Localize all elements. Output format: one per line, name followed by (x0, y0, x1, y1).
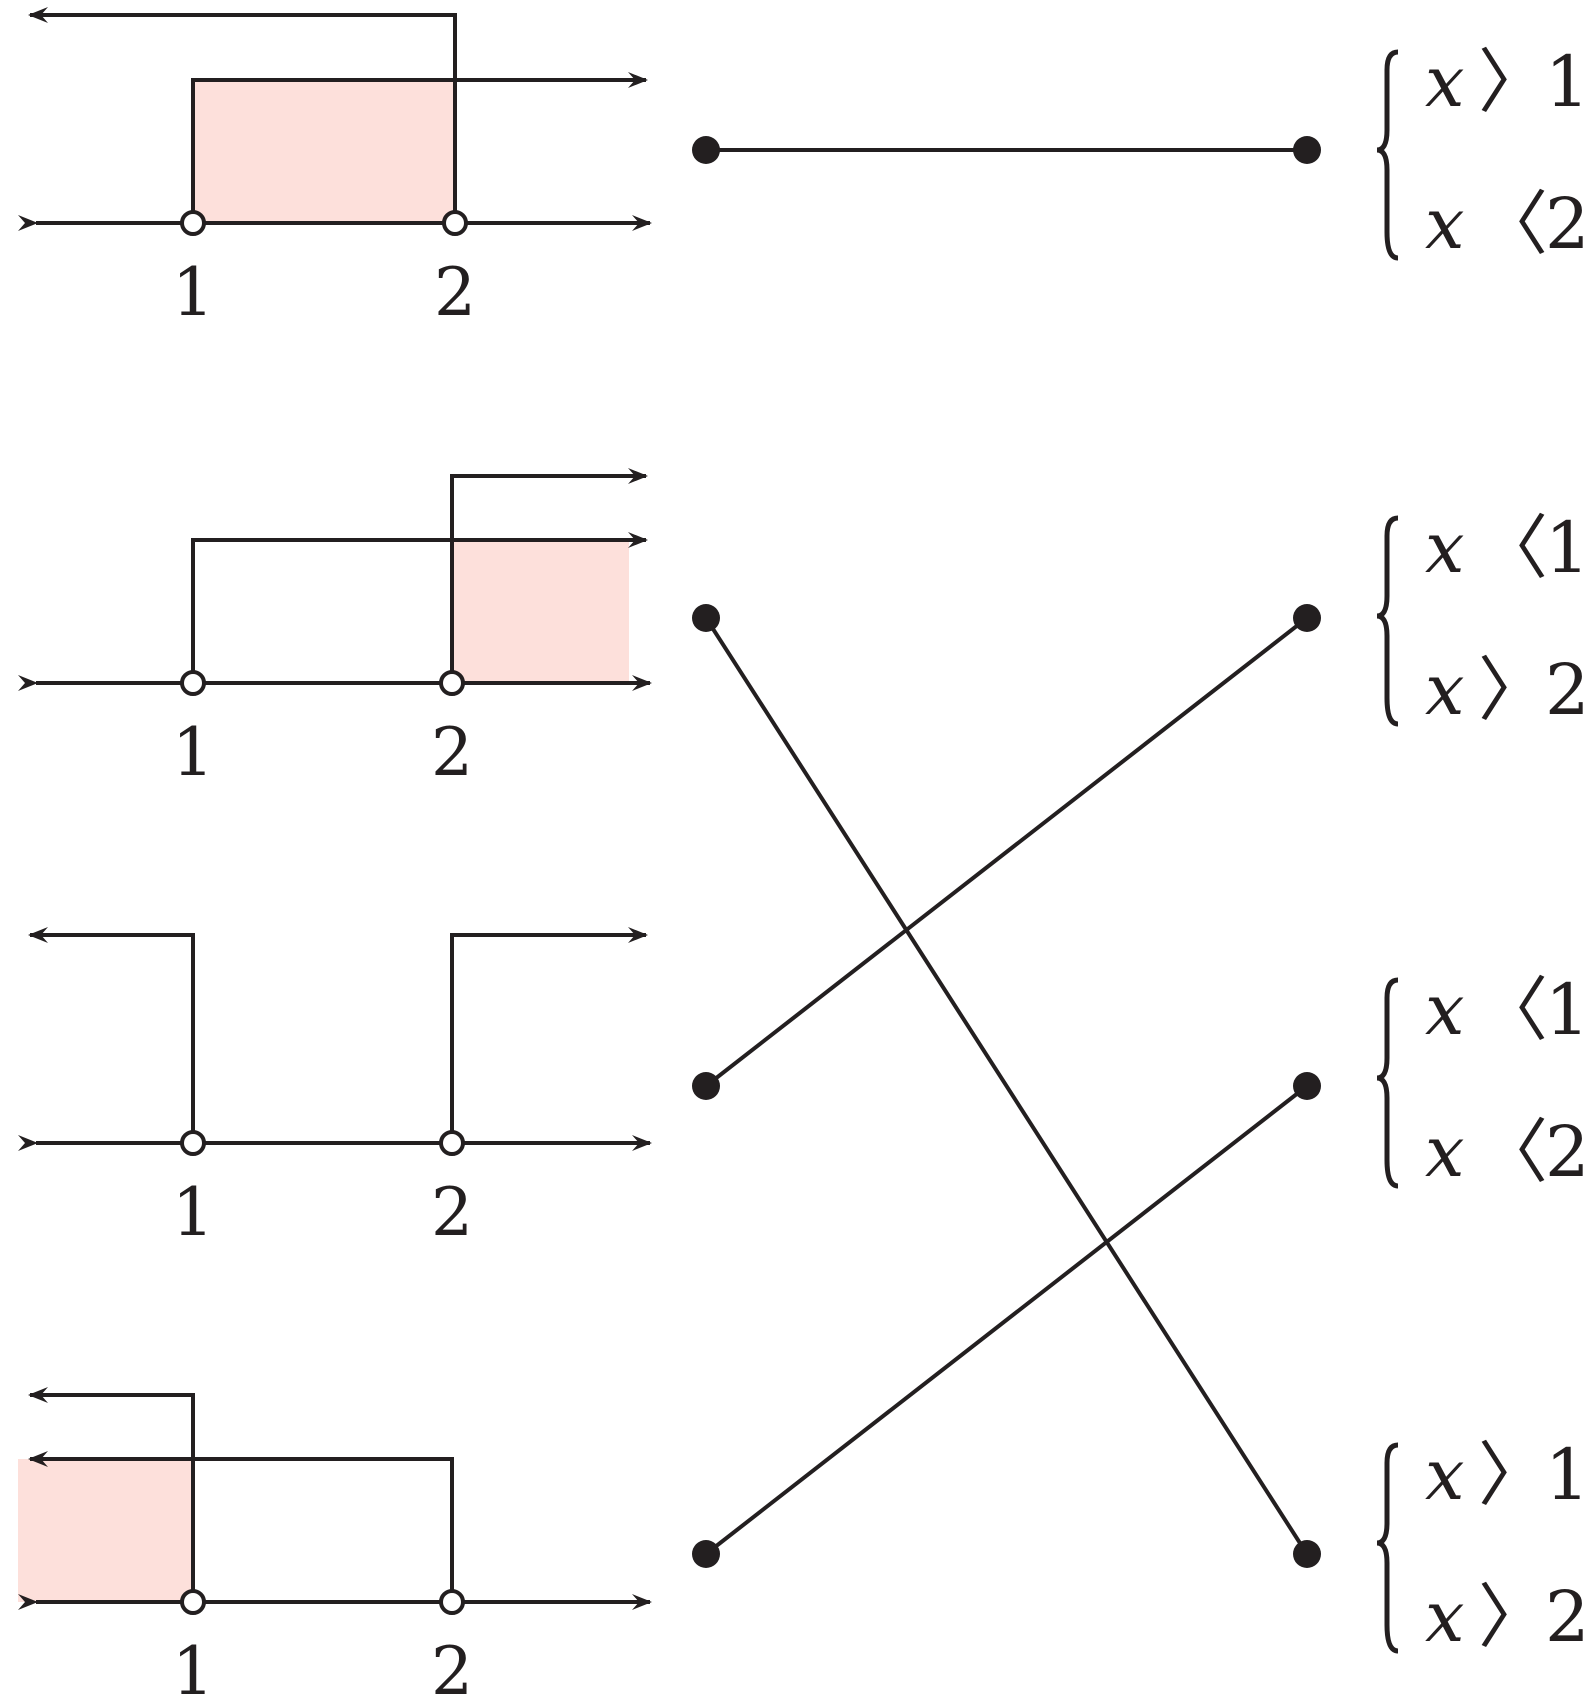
ineq-line-1: x〉1 (1425, 41, 1590, 123)
left-dots (692, 136, 720, 1568)
left-brace (1376, 1442, 1399, 1654)
open-point-1 (180, 1589, 206, 1615)
ray-right-from-2 (450, 927, 648, 1143)
open-point-1 (180, 1130, 206, 1156)
ineq-line-2: x〉2 (1425, 649, 1590, 731)
left-brace (1376, 49, 1399, 261)
number-line-1: 1 2 (18, 7, 652, 331)
tick-label-1: 1 (172, 1174, 214, 1251)
right-dots (1293, 136, 1321, 1568)
right-dot-2[interactable] (1293, 604, 1321, 632)
ray-left-from-2 (28, 1451, 454, 1602)
solution-shade (18, 1459, 193, 1602)
right-dot-3[interactable] (1293, 1072, 1321, 1100)
left-brace (1376, 977, 1399, 1189)
number-line-3: 1 2 (18, 927, 652, 1251)
ineq-line-2: x〈2 (1425, 183, 1590, 265)
open-point-2 (439, 1130, 465, 1156)
tick-label-2: 2 (431, 714, 473, 791)
system-3: x〈1 x〈2 (1376, 969, 1590, 1193)
tick-label-2: 2 (431, 1633, 473, 1700)
left-dot-3[interactable] (692, 1072, 720, 1100)
solution-shade (193, 80, 455, 223)
connector-line-2-to-4[interactable] (704, 616, 1309, 1556)
ineq-line-2: x〉2 (1425, 1576, 1590, 1658)
tick-label-1: 1 (172, 1633, 214, 1700)
right-dot-1[interactable] (1293, 136, 1321, 164)
connector-line-4-to-3[interactable] (704, 1084, 1309, 1556)
tick-label-1: 1 (172, 254, 214, 331)
ineq-line-2: x〈2 (1425, 1111, 1590, 1193)
system-2: x〈1 x〉2 (1376, 507, 1590, 731)
ray-left-from-1 (28, 1387, 195, 1602)
connectors (704, 148, 1309, 1556)
open-point-2 (439, 1589, 465, 1615)
ray-right-from-1 (191, 72, 648, 223)
number-line-2: 1 2 (18, 468, 652, 791)
open-point-2 (439, 670, 465, 696)
open-point-2 (442, 210, 468, 236)
left-dot-4[interactable] (692, 1540, 720, 1568)
ray-right-from-2 (450, 468, 648, 683)
ineq-line-1: x〈1 (1425, 969, 1590, 1051)
open-point-1 (180, 670, 206, 696)
ray-left-from-1 (28, 927, 195, 1143)
system-4: x〉1 x〉2 (1376, 1434, 1590, 1658)
number-line-4: 1 2 (18, 1387, 652, 1700)
ineq-line-1: x〉1 (1425, 1434, 1590, 1516)
solution-shade (452, 540, 629, 683)
ray-right-from-1 (191, 532, 648, 683)
ray-left-from-2 (28, 7, 457, 223)
tick-label-1: 1 (172, 714, 214, 791)
left-brace (1376, 515, 1399, 727)
left-dot-2[interactable] (692, 604, 720, 632)
left-dot-1[interactable] (692, 136, 720, 164)
system-1: x〉1 x〈2 (1376, 41, 1590, 265)
tick-label-2: 2 (434, 254, 476, 331)
tick-label-2: 2 (431, 1174, 473, 1251)
open-point-1 (180, 210, 206, 236)
ineq-line-1: x〈1 (1425, 507, 1590, 589)
connector-line-3-to-2[interactable] (704, 616, 1309, 1088)
right-dot-4[interactable] (1293, 1540, 1321, 1568)
